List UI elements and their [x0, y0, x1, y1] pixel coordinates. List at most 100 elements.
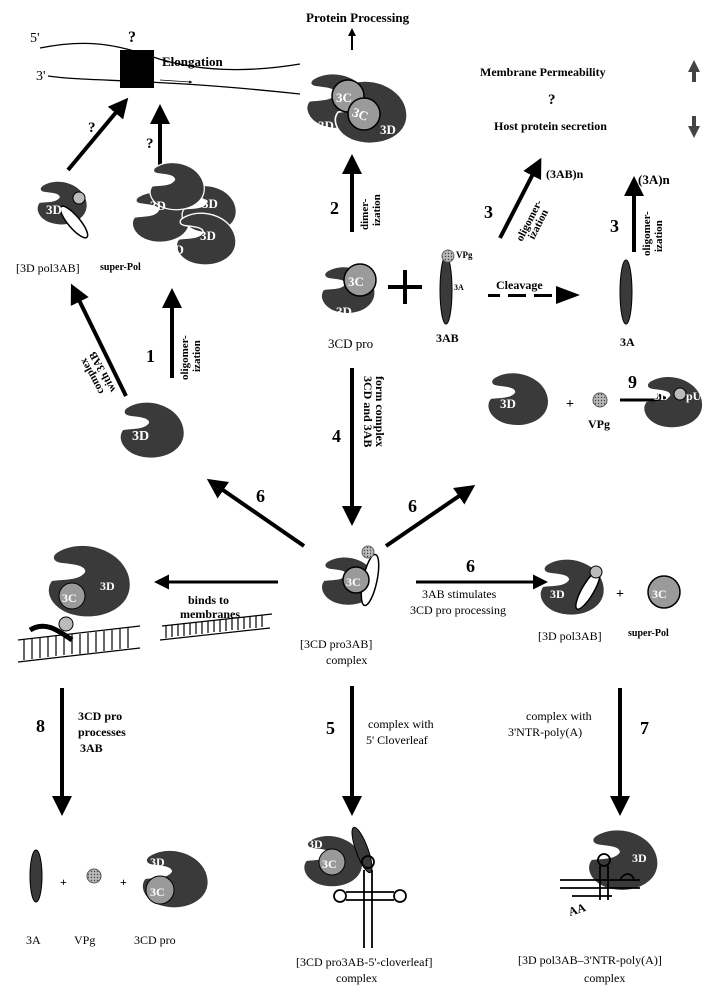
- plus-label: +: [60, 875, 67, 889]
- step-3-arrow-3ab: [498, 157, 542, 239]
- 3cd-dimer: 3C 3C 3D 3D: [305, 72, 409, 145]
- plus-label: +: [120, 875, 127, 889]
- protein-3d-label: 3D: [500, 396, 516, 411]
- 3ab-label: 3AB: [436, 331, 459, 345]
- pol-3ab-right-label: [3D pol3AB]: [538, 629, 602, 643]
- protein-3d-label: 3D: [46, 202, 62, 217]
- protein-3c-label: 3C: [62, 591, 77, 605]
- step-6-number: 6: [256, 486, 265, 506]
- protein-3d-label: 3D: [318, 118, 334, 133]
- up-arrow-icon: [688, 60, 700, 82]
- protein-3d-label: 3D: [168, 242, 184, 257]
- protein-3c-label: 3C: [350, 104, 370, 124]
- step-8-label-a: 3CD pro: [78, 709, 122, 723]
- step-3-label-b: ization: [653, 220, 665, 252]
- vpg-circle-bottom: [86, 868, 102, 884]
- protein-3d-label: 3D: [100, 579, 115, 593]
- super-pol-oligomer: 3D 3D 3D 3D: [131, 161, 237, 266]
- elongation-schematic: 5' 3' ? Elongation: [30, 29, 301, 95]
- elongation-direction-arrow: [159, 79, 193, 84]
- protein-3d-label: 3D: [632, 851, 647, 865]
- membrane-icon: [159, 613, 273, 641]
- plus-label: +: [616, 587, 624, 602]
- step-5-label-a: complex with: [368, 717, 434, 731]
- protein-processing-label: Protein Processing: [306, 10, 410, 25]
- protein-3c-label: 3C: [346, 575, 361, 589]
- cleavage-arrow: [488, 286, 580, 304]
- bottom-right-label-2: complex: [584, 971, 625, 985]
- step-6-label-a: 3AB stimulates: [422, 587, 497, 601]
- pol-3ab-complex-left: 3D: [37, 181, 89, 239]
- step-3-label-a: oligomer-: [641, 211, 653, 256]
- step-2-number: 2: [330, 198, 339, 218]
- step-7-label-b: 3'NTR-poly(A): [508, 725, 582, 739]
- superpol-left-label: super-Pol: [100, 262, 141, 273]
- protein-3c-label: 3C: [150, 885, 165, 899]
- vpg-small-label: VPg: [456, 250, 473, 260]
- bottom-center-label-2: complex: [336, 971, 377, 985]
- 3ab-protein: VPg 3A: [439, 249, 473, 325]
- protein-3c-label: 3C: [348, 274, 364, 289]
- bottom-vpg-label: VPg: [74, 933, 95, 947]
- step-9-number: 9: [628, 372, 637, 392]
- plus-label: +: [566, 397, 574, 412]
- three-prime-label: 3': [36, 69, 46, 84]
- step-2-label-b: ization: [371, 194, 383, 226]
- protein-3d-free-right: 3D: [488, 373, 548, 426]
- host-protein-secretion-label: Host protein secretion: [494, 119, 607, 133]
- vpg-circle: [592, 392, 608, 408]
- question-mark: ?: [548, 92, 556, 108]
- membrane-bound-complex: 3D 3C: [17, 545, 141, 663]
- protein-3d-label: 3D: [308, 837, 323, 851]
- protein-3d-label: 3D: [150, 198, 166, 213]
- down-arrow-icon: [688, 116, 700, 138]
- step-1-label-a: oligomer-: [179, 335, 191, 380]
- protein-3d-label: 3D: [654, 389, 669, 403]
- bottom-3cd-pro-label: 3CD pro: [134, 933, 176, 947]
- 3cd-pro-label: 3CD pro: [328, 336, 373, 351]
- step-4-label-a: 3CD and 3AB: [361, 376, 375, 447]
- step-7-number: 7: [640, 718, 649, 738]
- step-6-number: 6: [466, 556, 475, 576]
- protein-3d-label: 3D: [200, 228, 216, 243]
- bottom-3a-label: 3A: [26, 933, 41, 947]
- polymerase-square: [120, 50, 154, 88]
- 3cd-pro-3ab-complex: 3C 3D: [322, 545, 380, 615]
- 3a-protein-bottom: [29, 849, 43, 903]
- pu-label: pU: [686, 389, 702, 403]
- step-6-number: 6: [408, 496, 417, 516]
- step-7-label-a: complex with: [526, 709, 592, 723]
- step-3-number: 3: [610, 216, 619, 236]
- elongation-label: Elongation: [162, 54, 223, 69]
- step-6-arrow-to-3d: [206, 478, 306, 548]
- 3cd-pro-protein: 3C 3D: [321, 263, 377, 319]
- pol-3ab-left-label: [3D pol3AB]: [16, 261, 80, 275]
- protein-3d-label: 3D: [550, 587, 565, 601]
- rna-strand-bottom: [47, 75, 301, 95]
- plus-sign: [388, 270, 422, 304]
- step-6-label-b: 3CD pro processing: [410, 603, 506, 617]
- 3c-protein-circle: [647, 575, 681, 609]
- step-8-label-c: 3AB: [80, 741, 103, 755]
- arrow-to-elongation-1: [66, 97, 129, 172]
- step-3-number: 3: [484, 202, 493, 222]
- membrane-permeability-label: Membrane Permeability: [480, 65, 606, 79]
- protein-3d-label: 3D: [150, 855, 165, 869]
- step-4-number: 4: [332, 426, 341, 446]
- 3cd-pro-bottom: 3D 3C: [142, 850, 208, 908]
- bottom-right-label-1: [3D pol3AB–3'NTR-poly(A)]: [518, 953, 662, 967]
- membranes-label-a: binds to: [188, 593, 229, 607]
- vpg-right-label: VPg: [588, 417, 610, 431]
- protein-3d-label: 3D: [334, 601, 349, 615]
- protein-3d-label: 3D: [202, 196, 218, 211]
- 3cd-cloverleaf-complex: 3D 3C: [304, 826, 407, 948]
- protein-3c-label: 3C: [652, 587, 667, 601]
- ab3-oligomer-label: (3AB)n: [546, 167, 584, 181]
- step-8-number: 8: [36, 716, 45, 736]
- 3a-label: 3A: [620, 335, 635, 349]
- complex-center-label-2: complex: [326, 653, 367, 667]
- step-2-label-a: dimer-: [359, 198, 371, 230]
- step-1-label-b: ization: [191, 340, 203, 372]
- step-6-arrow-to-3d-right: [384, 484, 476, 548]
